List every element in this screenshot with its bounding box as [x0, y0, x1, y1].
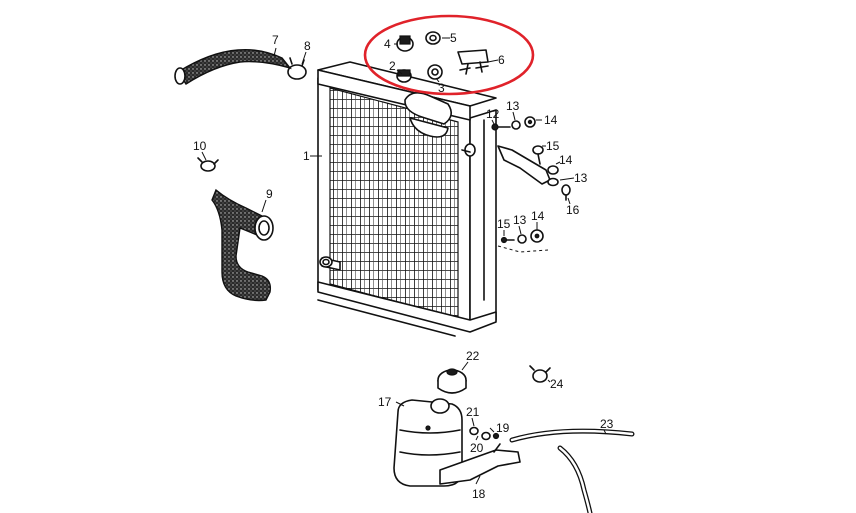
callout-14-upper: 14	[544, 113, 558, 127]
tank-bracket-18	[439, 443, 521, 485]
callout-23: 23	[600, 417, 614, 431]
callout-5: 5	[450, 31, 457, 45]
callout-15-upper: 15	[546, 139, 560, 153]
lower-mount-hardware	[497, 229, 549, 253]
nut-14a	[524, 116, 536, 128]
tank-fittings	[469, 426, 500, 441]
drain-plug-4	[396, 35, 414, 52]
washer-13b	[547, 177, 559, 187]
callout-13-upper: 13	[506, 99, 520, 113]
callout-2: 2	[389, 59, 396, 73]
upper-hose	[174, 48, 292, 85]
callout-22: 22	[466, 349, 480, 363]
callout-9: 9	[266, 187, 273, 201]
lower-hose	[211, 188, 274, 302]
grommet-16	[561, 184, 571, 201]
callout-1: 1	[303, 149, 310, 163]
callout-3: 3	[438, 81, 445, 95]
callout-6: 6	[498, 53, 505, 67]
overflow-hose-23	[509, 428, 635, 513]
callout-10: 10	[193, 139, 207, 153]
washer-5	[425, 31, 441, 45]
bracket-6	[457, 49, 489, 75]
callout-19: 19	[496, 421, 510, 435]
washer-3	[427, 64, 443, 80]
callout-18: 18	[472, 487, 486, 501]
callout-12: 12	[486, 107, 500, 121]
callout-7: 7	[272, 33, 279, 47]
bolt-15a	[532, 145, 544, 165]
callout-labels: 1 2 3 4 5 6 7 8 9 10 12 13 14 15 14 13 1…	[193, 31, 614, 501]
filler-cap	[437, 368, 467, 394]
callout-14-middle: 14	[559, 153, 573, 167]
callout-13-lower: 13	[513, 213, 527, 227]
nut-14b	[547, 165, 559, 175]
callout-13-middle: 13	[574, 171, 588, 185]
callout-16: 16	[566, 203, 580, 217]
radiator	[317, 61, 497, 337]
washer-13a	[511, 120, 521, 130]
mount-bracket	[497, 145, 551, 185]
expansion-tank	[393, 398, 463, 487]
hose-clamp-upper	[287, 57, 307, 80]
hose-clip	[197, 157, 219, 172]
callout-21: 21	[466, 405, 480, 419]
callout-8: 8	[304, 39, 311, 53]
callout-20: 20	[470, 441, 484, 455]
callout-17: 17	[378, 395, 392, 409]
callout-15-lower: 15	[497, 217, 511, 231]
callout-4: 4	[384, 37, 391, 51]
callout-14-lower: 14	[531, 209, 545, 223]
hose-clamp-24	[529, 365, 551, 383]
callout-24: 24	[550, 377, 564, 391]
leader-lines	[201, 37, 607, 485]
bolt-12	[491, 123, 511, 131]
highlight-circle	[363, 14, 535, 96]
